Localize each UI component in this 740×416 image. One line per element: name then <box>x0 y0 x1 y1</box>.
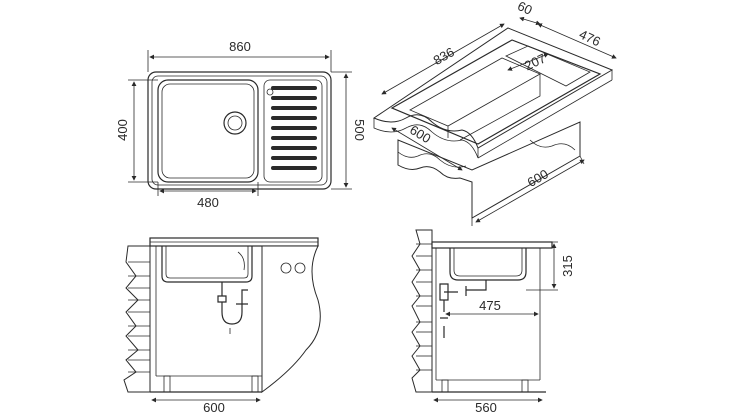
drainer-area <box>505 45 591 87</box>
dim-315: 315 <box>560 255 575 277</box>
dim-line-60 <box>519 16 541 26</box>
left-wall-bricks <box>123 245 151 393</box>
sink-inner-rim <box>151 75 328 186</box>
dim-600-cabinet: 600 <box>203 400 225 415</box>
drain-inner <box>227 115 243 131</box>
dim-line-600-front <box>391 127 463 171</box>
bowl-inner <box>161 83 255 179</box>
front-siphon <box>217 282 248 325</box>
dim-475: 475 <box>479 298 501 313</box>
top-view: 860 500 400 480 <box>115 39 367 210</box>
side-section: 315 475 560 <box>411 229 575 415</box>
dim-476: 476 <box>577 27 603 50</box>
dim-line-207 <box>507 53 549 71</box>
dim-line-836 <box>381 23 505 95</box>
dim-860: 860 <box>229 39 251 54</box>
isometric-view: 836 476 60 207 600 600 <box>372 0 617 226</box>
side-wall-bricks <box>411 229 433 393</box>
drain-outer <box>223 111 247 135</box>
dim-60: 60 <box>515 0 534 18</box>
side-bowl <box>449 248 527 281</box>
dim-560: 560 <box>475 400 497 415</box>
dim-500: 500 <box>352 119 367 141</box>
dim-480: 480 <box>197 195 219 210</box>
dim-400: 400 <box>115 119 130 141</box>
front-wavy-cut <box>261 245 321 393</box>
drainer-grooves <box>271 86 317 170</box>
tap-hole <box>266 88 274 96</box>
front-bowl <box>161 246 253 283</box>
side-worktop <box>431 241 553 249</box>
dim-line-600-depth <box>475 159 585 223</box>
front-cabinet <box>155 246 263 377</box>
front-section: 600 <box>123 237 321 415</box>
dim-line-476 <box>537 23 617 59</box>
side-siphon <box>439 280 487 338</box>
bowl <box>157 79 259 183</box>
drainer-board <box>263 79 323 183</box>
